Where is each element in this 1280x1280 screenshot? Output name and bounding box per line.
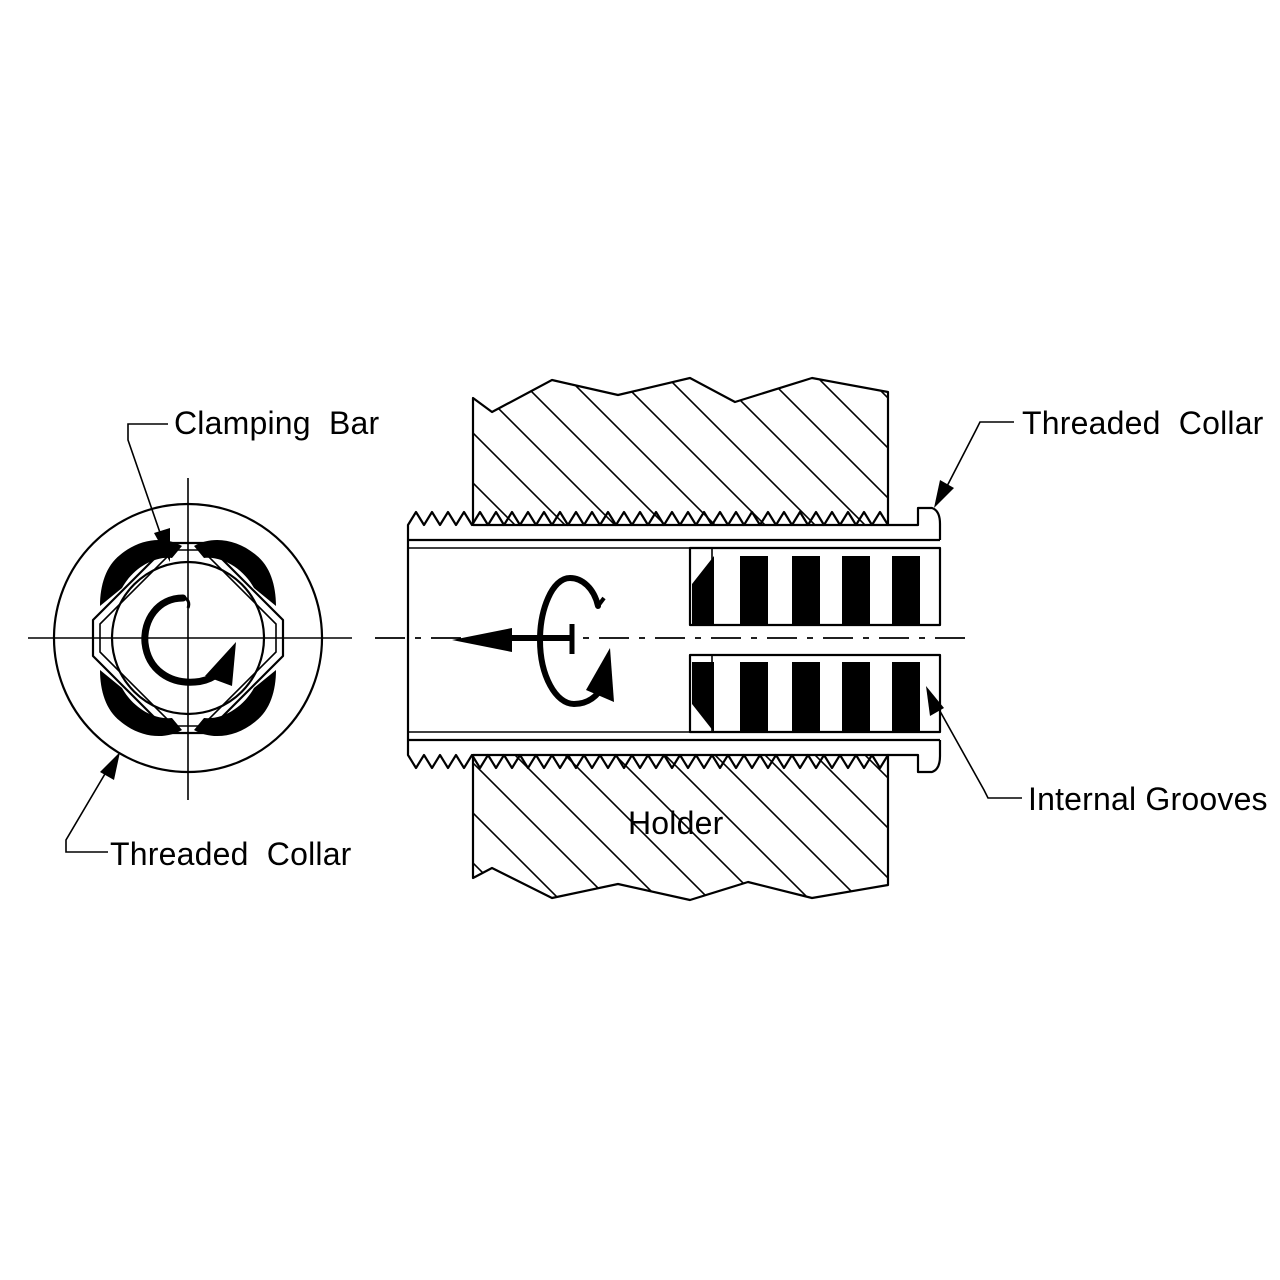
threaded-collar-right-label: Threaded Collar <box>1022 405 1264 441</box>
clamping-bar-leader <box>127 423 170 562</box>
internal-grooves-label: Internal Grooves <box>1028 781 1268 817</box>
threaded-collar-right-leader <box>934 421 1014 508</box>
clockwise-rotation-arrow-icon <box>141 594 236 686</box>
threaded-collar-left-leader <box>65 752 120 853</box>
rotation-arrow-icon <box>536 574 614 708</box>
internal-grooves <box>692 556 920 732</box>
clamping-bar-outline <box>91 541 285 735</box>
threaded-collar-outer-circle <box>52 502 324 774</box>
internal-grooves-leader <box>926 686 1022 799</box>
end-view <box>28 423 352 853</box>
clamping-bar-label: Clamping Bar <box>174 405 379 441</box>
holder-top <box>471 376 890 527</box>
holder-label: Holder <box>628 805 724 841</box>
left-arrow-icon <box>452 628 572 652</box>
clamping-jaws <box>100 539 276 737</box>
bore-circle <box>110 560 266 716</box>
section-view <box>375 376 1022 902</box>
threaded-collar-section <box>406 506 942 774</box>
threaded-collar-left-label: Threaded Collar <box>110 836 352 872</box>
clamping-bar-inner-outline <box>99 549 277 727</box>
